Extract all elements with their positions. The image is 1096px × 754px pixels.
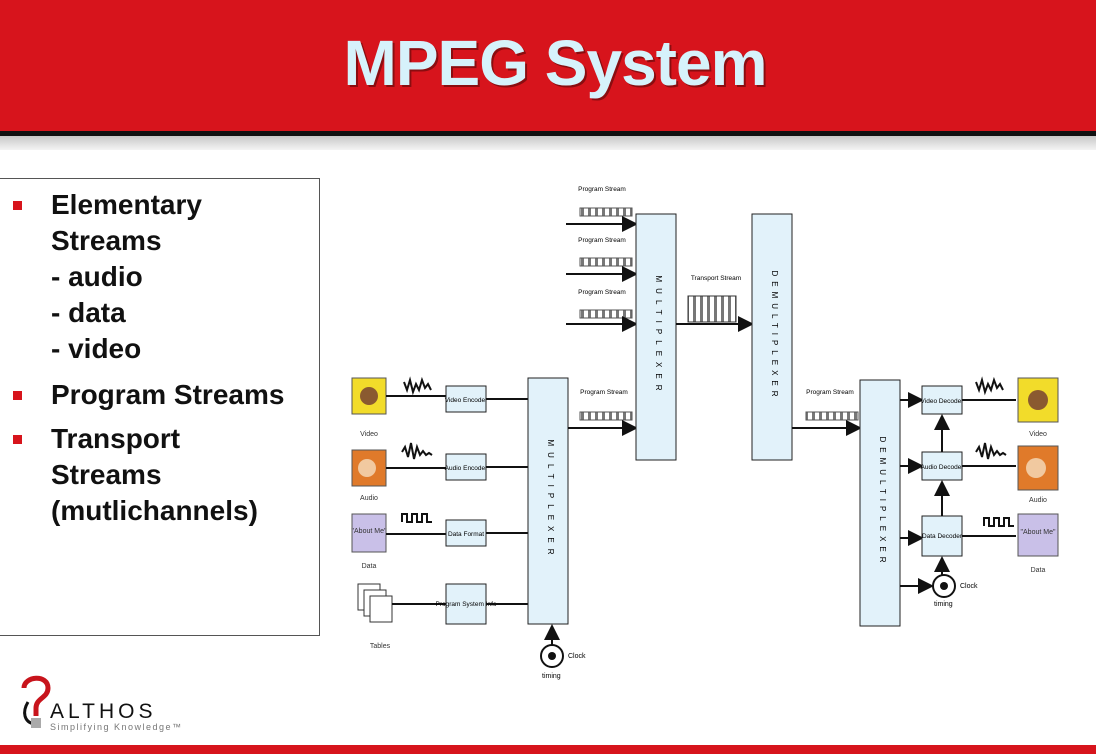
mpeg-system-diagram: Video Audio "About Me" Data Tables Video… xyxy=(351,186,1059,680)
program-demultiplexer-block xyxy=(859,379,901,627)
clock-center xyxy=(548,652,556,660)
bullet-marker xyxy=(13,391,22,400)
source-label: Video xyxy=(360,431,378,438)
bullet-marker xyxy=(13,435,22,444)
clock-center xyxy=(940,582,948,590)
title-shadow xyxy=(0,136,1096,150)
decoder-label: Data Decoder xyxy=(922,533,963,540)
stream-packets xyxy=(579,411,633,421)
tables-icon xyxy=(357,583,393,623)
video-signal-icon xyxy=(975,376,1004,396)
audio-signal-icon xyxy=(975,442,1007,460)
bullet-line: Program Streams xyxy=(51,379,285,410)
data-source-icon xyxy=(351,513,387,553)
audio-decoder-block xyxy=(921,451,963,481)
program-stream-inputs: Program Stream Program Stream Program St… xyxy=(566,186,638,436)
stream-packets xyxy=(579,207,633,217)
data-signal-icon xyxy=(983,517,1014,527)
program-system-info-block xyxy=(445,583,487,625)
bullet-line: - data xyxy=(51,297,126,328)
face-icon xyxy=(360,387,378,405)
face-icon xyxy=(1028,390,1048,410)
stream-packets xyxy=(805,411,859,421)
clock-label: Clock xyxy=(568,653,586,660)
data-output-text: "About Me" xyxy=(1021,529,1056,536)
bullet-marker xyxy=(13,201,22,210)
sink-label: Audio xyxy=(1029,497,1047,504)
footer-rule xyxy=(0,745,1096,754)
program-stream-label: Program Stream xyxy=(578,289,626,296)
clock-label: Clock xyxy=(960,583,978,590)
bullet-line: - audio xyxy=(51,261,143,292)
data-format-block xyxy=(445,519,487,547)
demultiplexer-block xyxy=(751,213,793,461)
program-stream-label: Program Stream xyxy=(578,237,626,244)
sink-label: Video xyxy=(1029,431,1047,438)
audio-encoder-block xyxy=(445,453,487,481)
demultiplexer-label: DEMULTIPLEXER xyxy=(878,436,887,567)
multiplexer-block xyxy=(527,377,569,625)
data-signal-icon xyxy=(401,513,432,523)
bullet-list: Elementary Streams - audio - data - vide… xyxy=(0,178,320,636)
multiplexer-label: MULTIPLEXER xyxy=(546,440,555,561)
stream-packets xyxy=(579,257,633,267)
bullet-line: Elementary xyxy=(51,189,202,220)
slide-title: MPEG System xyxy=(343,27,768,99)
title-rule xyxy=(0,131,1096,136)
transport-multiplexer-block xyxy=(635,213,677,461)
bullet-line: Streams xyxy=(51,225,162,256)
timing-label: timing xyxy=(934,601,953,608)
althos-logo: ALTHOS Simplifying Knowledge™ xyxy=(18,672,218,734)
lightbulb-question-icon xyxy=(21,675,51,728)
speaker-face-icon xyxy=(1026,458,1046,478)
audio-output-icon xyxy=(1017,445,1059,491)
bullet-line: Streams xyxy=(51,459,162,490)
source-label: Tables xyxy=(370,643,391,650)
speaker-face-icon xyxy=(358,459,376,477)
bullet-line: Transport xyxy=(51,423,181,454)
encoder-label: Audio Encoder xyxy=(445,465,488,472)
video-signal-icon xyxy=(403,376,432,396)
encoder-label: Video Encoder xyxy=(445,397,488,404)
program-stream-label: Program Stream xyxy=(578,186,626,193)
multiplexer-label: MULTIPLEXER xyxy=(654,276,663,397)
data-output-icon xyxy=(1017,513,1059,557)
transport-packets xyxy=(687,295,737,323)
demultiplexer-label: DEMULTIPLEXER xyxy=(770,270,779,401)
encoder-label: Data Format xyxy=(448,531,484,538)
source-label: Data xyxy=(362,563,377,570)
sink-label: Data xyxy=(1031,567,1046,574)
encoder-label: Program System Info xyxy=(435,601,496,608)
bullet-line: - video xyxy=(51,333,142,364)
data-source-text: "About Me" xyxy=(352,528,387,535)
logo-name: ALTHOS xyxy=(50,700,157,723)
decoder-label: Audio Decoder xyxy=(921,464,965,471)
timing-label: timing xyxy=(542,673,561,680)
logo-tagline: Simplifying Knowledge™ xyxy=(50,722,183,732)
transport-stream-label: Transport Stream xyxy=(691,275,741,282)
decoder-label: Video Decoder xyxy=(921,398,965,405)
program-stream-label: Program Stream xyxy=(580,389,628,396)
audio-signal-icon xyxy=(401,442,433,460)
stream-packets xyxy=(579,309,633,319)
source-label: Audio xyxy=(360,495,378,502)
video-encoder-block xyxy=(445,385,487,413)
bullet-line: (mutlichannels) xyxy=(51,495,258,526)
program-stream-label: Program Stream xyxy=(806,389,854,396)
title-bar xyxy=(0,0,1096,131)
